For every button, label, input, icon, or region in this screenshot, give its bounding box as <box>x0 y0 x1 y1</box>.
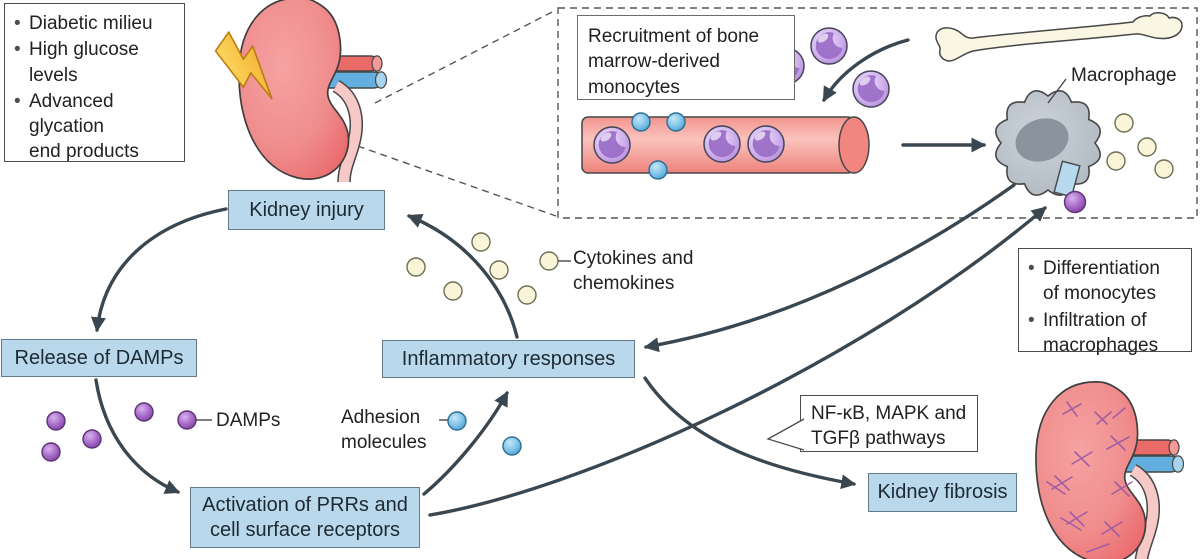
arrow-inflammation-to-fibrosis <box>643 376 857 490</box>
bullet-dot <box>14 37 29 62</box>
macrophage-icon <box>995 78 1101 214</box>
inflammatory-responses-box: Inflammatory responses <box>382 340 635 378</box>
cytokines-label: Cytokines and chemokines <box>573 248 694 294</box>
macrophage-label: Macrophage <box>1071 65 1177 86</box>
zoom-callout-lines <box>334 7 1198 219</box>
differentiation-box: Differentiation of monocytes Infiltratio… <box>1018 248 1192 356</box>
arrow-injury-to-damps <box>91 207 228 333</box>
adhesion-label: Adhesion molecules <box>341 407 427 453</box>
damps-group <box>41 402 197 462</box>
arrow-inflammation-to-injury <box>406 213 519 339</box>
recruitment-box: Recruitment of bone marrow-derived monoc… <box>577 15 795 100</box>
lightning-icon <box>214 31 273 100</box>
differentiation-item: Differentiation of monocytes <box>1043 258 1160 305</box>
recruitment-label: Recruitment of bone marrow-derived monoc… <box>588 26 760 98</box>
fibrotic-kidney-icon <box>1036 382 1184 559</box>
bullet-dot <box>1028 256 1043 281</box>
bullet-dot <box>14 11 29 36</box>
differentiation-item: Infiltration of macrophages <box>1043 309 1159 356</box>
list-item: Diabetic milieu <box>14 11 178 36</box>
pathways-label: NF-κB, MAPK and TGFβ pathways <box>811 403 967 450</box>
list-item: Differentiation of monocytes <box>1028 256 1185 307</box>
receptor-icon <box>1053 160 1081 198</box>
cytokines-group <box>406 113 1174 305</box>
fibrosis-marks <box>1046 401 1133 553</box>
arrow-activation-to-macrophage <box>428 206 1047 517</box>
activation-prrs-box: Activation of PRRs and cell surface rece… <box>190 487 420 548</box>
arrows-group <box>91 38 1047 517</box>
kidney-fibrosis-box: Kidney fibrosis <box>868 473 1017 512</box>
damp-on-receptor <box>1063 190 1087 214</box>
legend-connectors <box>196 260 571 421</box>
arrow-macrophage-to-inflammation <box>643 183 1016 353</box>
bullet-dot <box>1028 308 1043 333</box>
pathways-box: NF-κB, MAPK and TGFβ pathways <box>800 395 978 452</box>
list-item: Infiltration of macrophages <box>1028 308 1185 359</box>
cause-item: Advanced glycation end products <box>29 90 139 163</box>
bullet-dot <box>14 89 29 114</box>
kidney-injury-box: Kidney injury <box>228 190 385 230</box>
cause-item: Diabetic milieu <box>29 13 153 34</box>
damps-label: DAMPs <box>216 410 281 431</box>
adhesion-molecules-group <box>447 112 686 456</box>
arrow-damps-to-activation <box>94 378 181 494</box>
kidney-icon <box>239 0 387 182</box>
arrow-bone-to-vessel <box>822 38 910 102</box>
dashed-panel <box>557 7 1198 219</box>
arrow-activation-to-inflammation <box>422 391 509 496</box>
diabetic-causes-box: Diabetic milieu High glucose levels Adva… <box>4 3 185 162</box>
list-item: Advanced glycation end products <box>14 89 178 165</box>
release-damps-box: Release of DAMPs <box>1 339 197 377</box>
cause-item: High glucose levels <box>29 39 139 86</box>
list-item: High glucose levels <box>14 37 178 88</box>
bone-icon <box>935 12 1183 62</box>
